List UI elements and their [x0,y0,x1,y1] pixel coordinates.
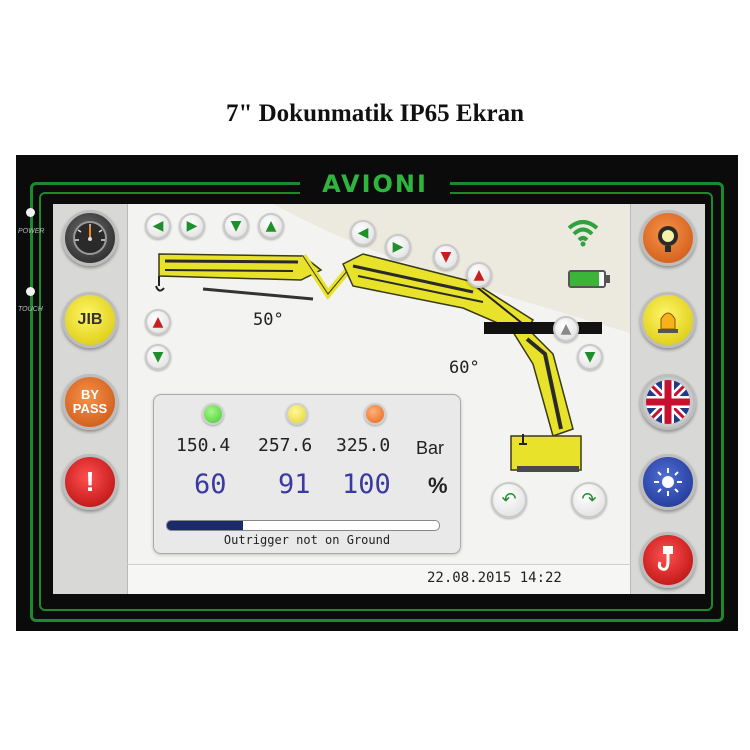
arrow-left-icon: ◀ [152,218,164,234]
power-led-label: POWER [18,228,45,235]
arrow-up-icon: ▲ [152,314,164,330]
left-sidebar: JIB BY PASS ! [53,204,128,594]
crane-illustration [155,253,602,472]
touch-screen: JIB BY PASS ! [53,204,705,594]
beacon-button[interactable] [640,292,696,348]
outrigger-progress-bar [166,520,440,531]
jib-retract-left-button[interactable]: ◀ [145,213,171,239]
lamp-green [202,403,224,425]
boom-extend-right-button[interactable]: ▶ [385,234,411,260]
pressure-value-1: 150.4 [176,435,231,456]
slew-right-button[interactable]: ↷ [571,482,607,518]
arrow-down-icon: ▼ [584,349,596,365]
arrow-right-icon: ▶ [392,239,404,255]
boom-up-button[interactable]: ▲ [466,262,492,288]
date-time: 22.08.2015 14:22 [427,570,562,586]
gauge-icon [73,221,107,255]
rotate-left-icon: ↶ [501,489,517,510]
arrow-down-icon: ▼ [230,218,242,234]
alarm-button[interactable]: ! [62,454,118,510]
touch-led-label: TOUCH [18,306,43,313]
boom-bar [484,322,602,334]
jib-down-button[interactable]: ▼ [223,213,249,239]
pressure-unit: Bar [416,438,445,458]
boom-retract-left-button[interactable]: ◀ [350,220,376,246]
uk-flag-icon [646,380,690,424]
lamp-yellow [286,403,308,425]
jib-button-label: JIB [77,311,103,328]
beacon-icon [658,312,678,333]
jib-tilt-up-button[interactable]: ▲ [145,309,171,335]
pressure-panel: 150.4 257.6 325.0 Bar 60 91 100 % Outrig… [153,394,461,554]
jib-up-button[interactable]: ▲ [258,213,284,239]
outrigger-progress-fill [167,521,244,530]
boom-down-button[interactable]: ▼ [433,244,459,270]
arrow-up-icon: ▲ [560,321,572,337]
percent-value-2: 91 [278,469,311,500]
right-sidebar [630,204,705,594]
crane-hook-icon [657,546,673,571]
spotlight-icon [658,226,678,252]
arrow-left-icon: ◀ [357,225,369,241]
crane-boom [342,253,582,472]
percent-value-3: 100 [342,469,391,500]
battery-icon [568,270,610,288]
main-boom-down-button[interactable]: ▼ [577,344,603,370]
rotate-right-icon: ↷ [581,489,597,510]
jib-button[interactable]: JIB [62,292,118,348]
crane-jib [155,253,356,301]
bypass-button[interactable]: BY PASS [62,374,118,430]
sun-icon [654,468,682,496]
bypass-label-line1: BY [80,387,100,402]
exclamation-icon: ! [85,466,95,497]
hook-button[interactable] [640,532,696,588]
brand-logo: AVIONI [300,170,450,198]
language-button[interactable] [640,374,696,430]
main-boom-up-button[interactable]: ▲ [553,316,579,342]
lamp-orange [364,403,386,425]
arrow-right-icon: ▶ [186,218,198,234]
bypass-label-line2: PASS [72,401,108,416]
jib-extend-right-button[interactable]: ▶ [179,213,205,239]
brightness-button[interactable] [640,454,696,510]
arrow-up-icon: ▲ [473,267,485,283]
boom-angle-label: 60° [449,358,480,378]
arrow-up-icon: ▲ [265,218,277,234]
jib-angle-label: 50° [253,310,284,330]
pressure-value-3: 325.0 [336,435,391,456]
slew-left-button[interactable]: ↶ [491,482,527,518]
arrow-down-icon: ▼ [440,249,452,265]
arrow-down-icon: ▼ [152,349,164,365]
page-heading: 7" Dokunmatik IP65 Ekran [226,100,524,127]
battery-terminal [606,275,610,283]
outrigger-status-text: Outrigger not on Ground [223,533,391,547]
gauge-button[interactable] [62,210,118,266]
power-led [26,208,35,217]
percent-unit: % [428,473,448,498]
wifi-signal-icon [567,220,599,247]
work-light-button[interactable] [640,210,696,266]
touch-led [26,287,35,296]
percent-value-1: 60 [194,469,227,500]
footer-divider [127,564,631,565]
battery-level-fill [570,272,599,286]
jib-tilt-down-button[interactable]: ▼ [145,344,171,370]
pressure-value-2: 257.6 [258,435,313,456]
